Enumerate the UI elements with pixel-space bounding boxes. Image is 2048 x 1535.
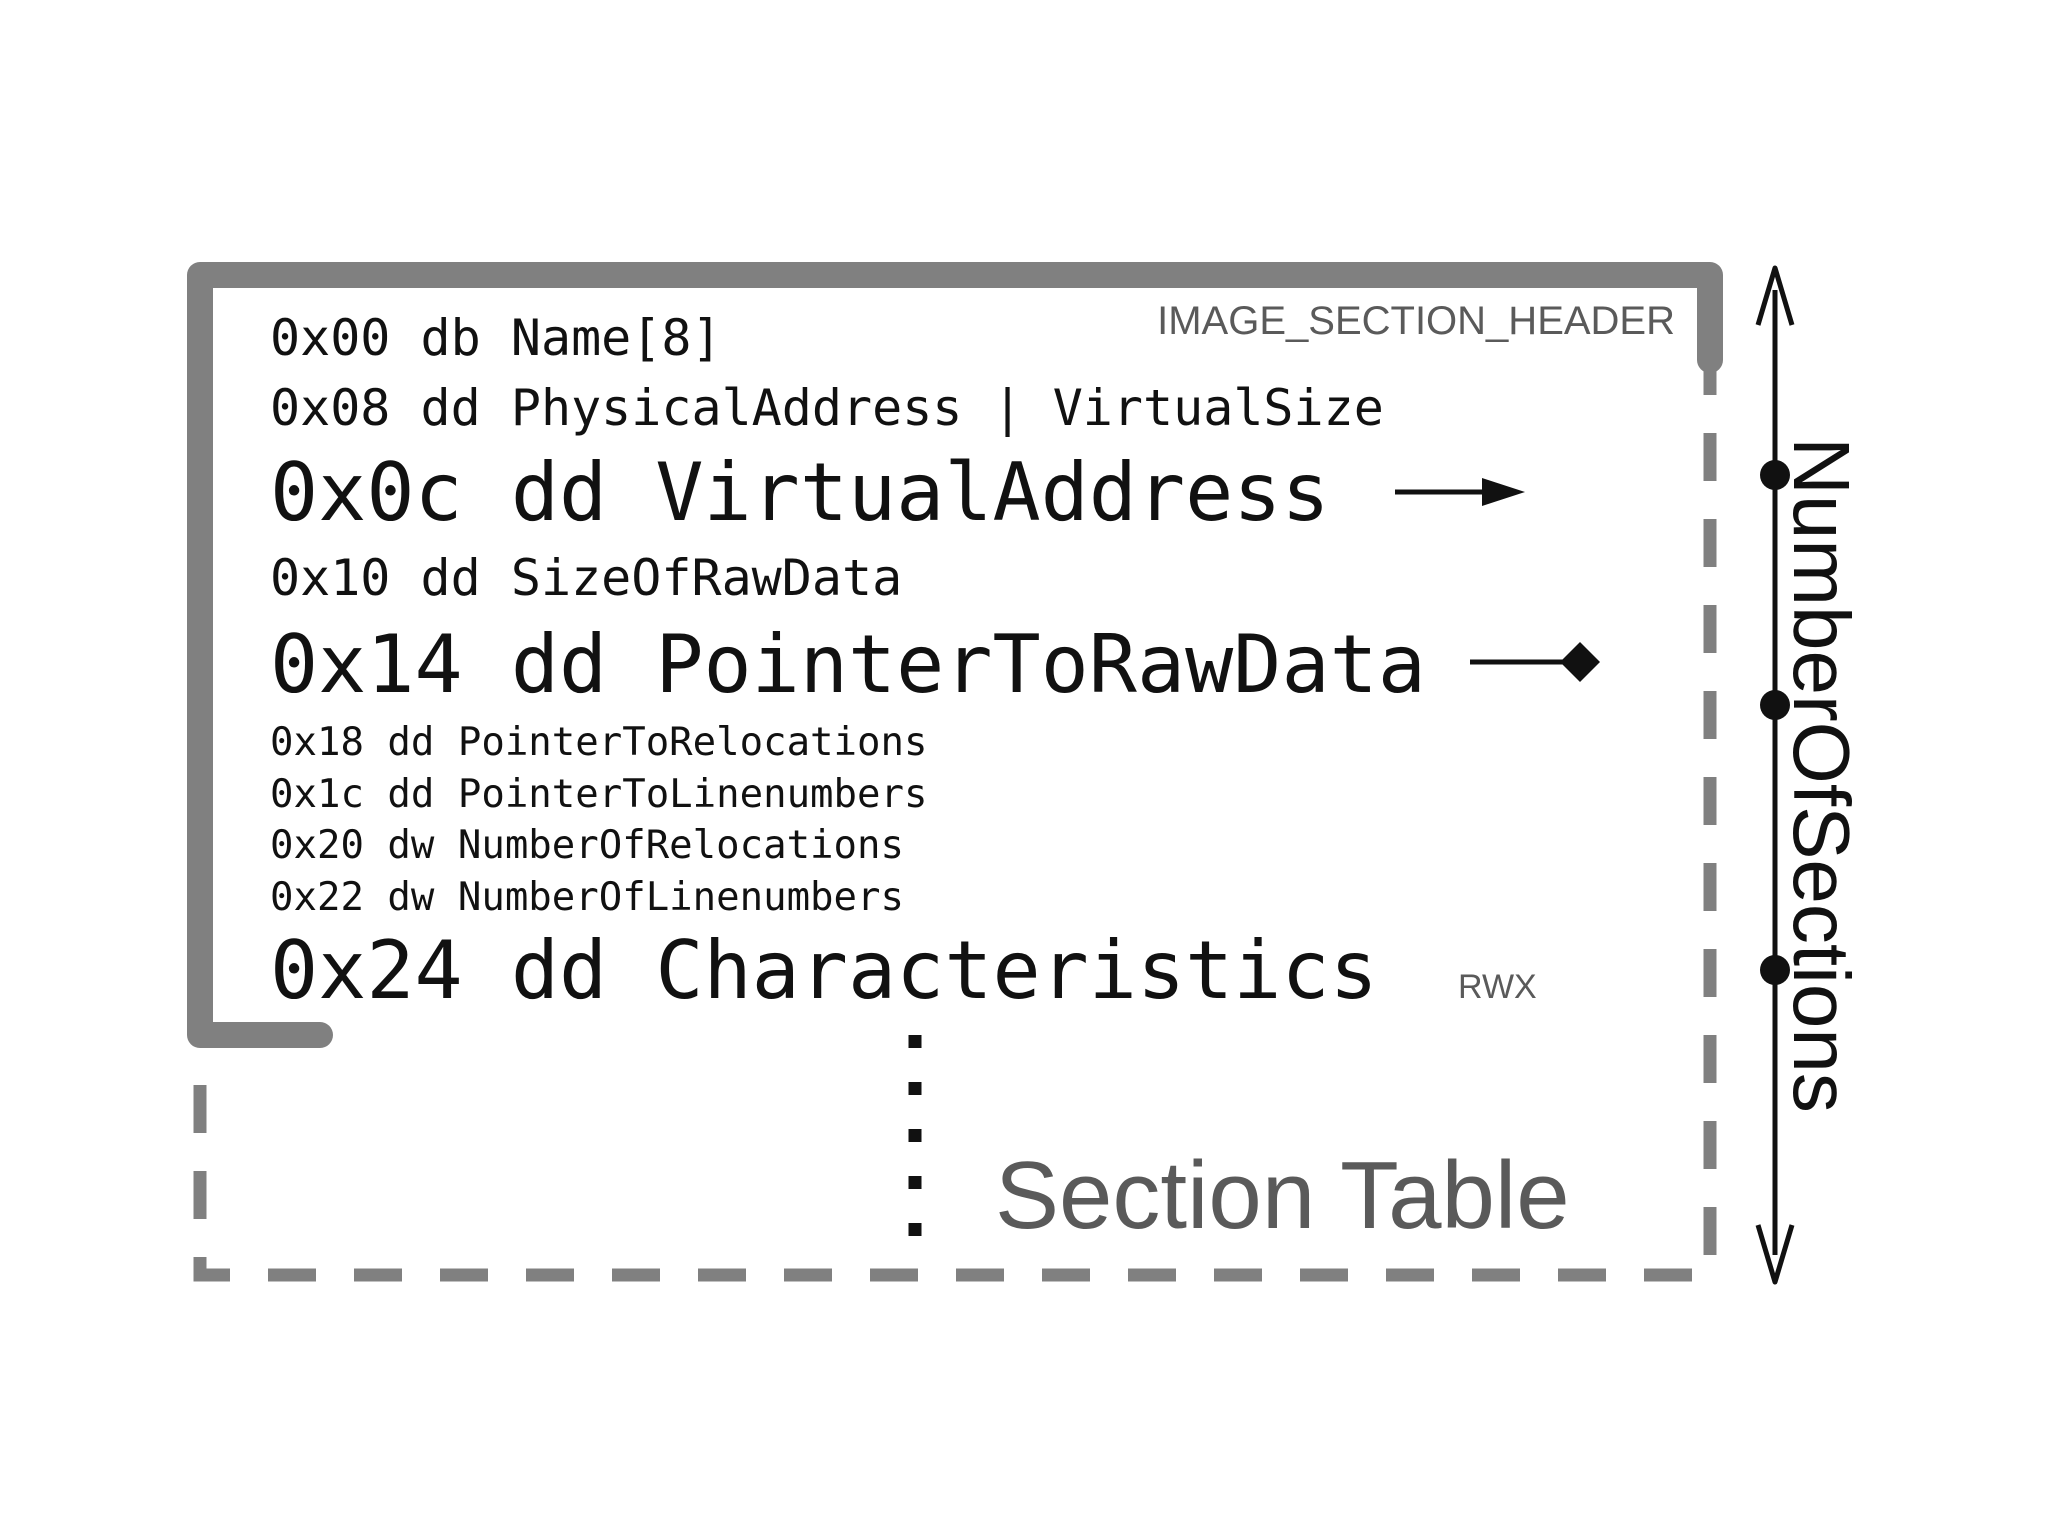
field-type: dd: [421, 379, 481, 437]
number-of-sections-label: NumberOfSections: [1777, 437, 1866, 1113]
field-type: db: [421, 309, 481, 367]
arrowhead-up-icon: [1755, 265, 1795, 326]
field-offset: 0x18: [270, 720, 364, 765]
field-label: PhysicalAddress | VirtualSize: [511, 379, 1384, 437]
field-label: NumberOfRelocations: [458, 823, 904, 868]
section-marker-3: [1760, 955, 1790, 985]
field-virtual-address: 0x0c dd VirtualAddress: [270, 446, 1330, 539]
section-table-frame: [193, 360, 1717, 1282]
field-label: PointerToRawData: [655, 618, 1426, 711]
field-offset: 0x10: [270, 549, 390, 607]
field-type: dd: [421, 549, 481, 607]
field-type: dd: [511, 618, 607, 711]
field-label: Characteristics: [655, 924, 1377, 1017]
field-number-of-relocations: 0x20 dw NumberOfRelocations: [270, 823, 904, 868]
field-physical-address: 0x08 dd PhysicalAddress | VirtualSize: [270, 379, 1384, 437]
field-label: NumberOfLinenumbers: [458, 875, 904, 920]
field-type: dw: [387, 875, 434, 920]
field-pointer-to-linenumbers: 0x1c dd PointerToLinenumbers: [270, 772, 927, 817]
header-label: IMAGE_SECTION_HEADER: [1157, 299, 1675, 343]
field-type: dd: [387, 772, 434, 817]
field-label: PointerToLinenumbers: [458, 772, 928, 817]
field-offset: 0x24: [270, 924, 463, 1017]
section-marker-2: [1760, 690, 1790, 720]
field-pointer-to-relocations: 0x18 dd PointerToRelocations: [270, 720, 927, 765]
section-table-label: Section Table: [995, 1142, 1570, 1249]
diamond-icon: [1560, 642, 1600, 682]
section-marker-1: [1760, 460, 1790, 490]
arrowhead-down-icon: [1755, 1224, 1795, 1285]
field-name: 0x00 db Name[8]: [270, 309, 722, 367]
characteristics-note: RWX: [1458, 968, 1537, 1006]
field-type: dw: [387, 823, 434, 868]
field-offset: 0x1c: [270, 772, 364, 817]
field-offset: 0x00: [270, 309, 390, 367]
field-type: dd: [511, 446, 607, 539]
field-characteristics: 0x24 dd Characteristics: [270, 924, 1378, 1017]
field-label: SizeOfRawData: [511, 549, 902, 607]
field-offset: 0x08: [270, 379, 390, 437]
header-frame: [187, 262, 1723, 1048]
field-number-of-linenumbers: 0x22 dw NumberOfLinenumbers: [270, 875, 904, 920]
field-pointer-to-raw-data: 0x14 dd PointerToRawData: [270, 618, 1426, 711]
field-offset: 0x22: [270, 875, 364, 920]
field-label: Name[8]: [511, 309, 722, 367]
field-label: VirtualAddress: [655, 446, 1329, 539]
field-offset: 0x0c: [270, 446, 463, 539]
arrowhead-icon: [1482, 478, 1525, 506]
field-type: dd: [511, 924, 607, 1017]
field-offset: 0x14: [270, 618, 463, 711]
field-size-of-raw-data: 0x10 dd SizeOfRawData: [270, 549, 902, 607]
field-offset: 0x20: [270, 823, 364, 868]
field-type: dd: [387, 720, 434, 765]
field-label: PointerToRelocations: [458, 720, 928, 765]
